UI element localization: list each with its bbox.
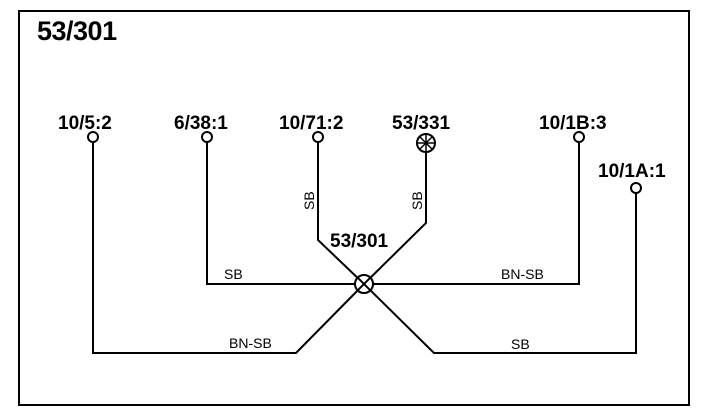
wire-10-1a-1 — [363, 191, 637, 354]
wire-label-53-331: SB — [409, 191, 425, 210]
wire-label-10-1b-3: BN-SB — [501, 266, 544, 282]
diagram-frame — [18, 10, 690, 406]
wire-label-10-1a-1: SB — [511, 336, 530, 352]
wire-label-6-38-1: SB — [224, 266, 243, 282]
wire-6-38-1 — [206, 140, 364, 285]
connector-label-10-5-2: 10/5:2 — [58, 113, 112, 134]
wire-10-71-2 — [317, 140, 365, 285]
connector-label-6-38-1: 6/38:1 — [174, 113, 228, 134]
wire-label-10-71-2: SB — [301, 191, 317, 210]
hub-label: 53/301 — [330, 231, 389, 252]
connector-pin-6-38-1 — [201, 131, 213, 143]
connector-label-53-331: 53/331 — [392, 113, 451, 134]
wire-10-5-2 — [92, 140, 365, 354]
splice-hub-symbol — [354, 274, 374, 294]
wire-53-331 — [363, 152, 427, 285]
connector-pin-10-1a-1 — [630, 182, 642, 194]
connector-pin-10-71-2 — [312, 131, 324, 143]
connector-pin-10-1b-3 — [573, 131, 585, 143]
connector-pin-10-5-2 — [87, 131, 99, 143]
wire-label-10-5-2: BN-SB — [229, 335, 272, 351]
diagram-title: 53/301 — [37, 16, 117, 46]
wire-10-1b-3 — [364, 140, 580, 285]
connector-label-10-71-2: 10/71:2 — [279, 113, 343, 134]
ground-symbol-53-331 — [416, 133, 436, 153]
connector-label-10-1b-3: 10/1B:3 — [539, 113, 607, 134]
connector-label-10-1a-1: 10/1A:1 — [598, 161, 666, 182]
